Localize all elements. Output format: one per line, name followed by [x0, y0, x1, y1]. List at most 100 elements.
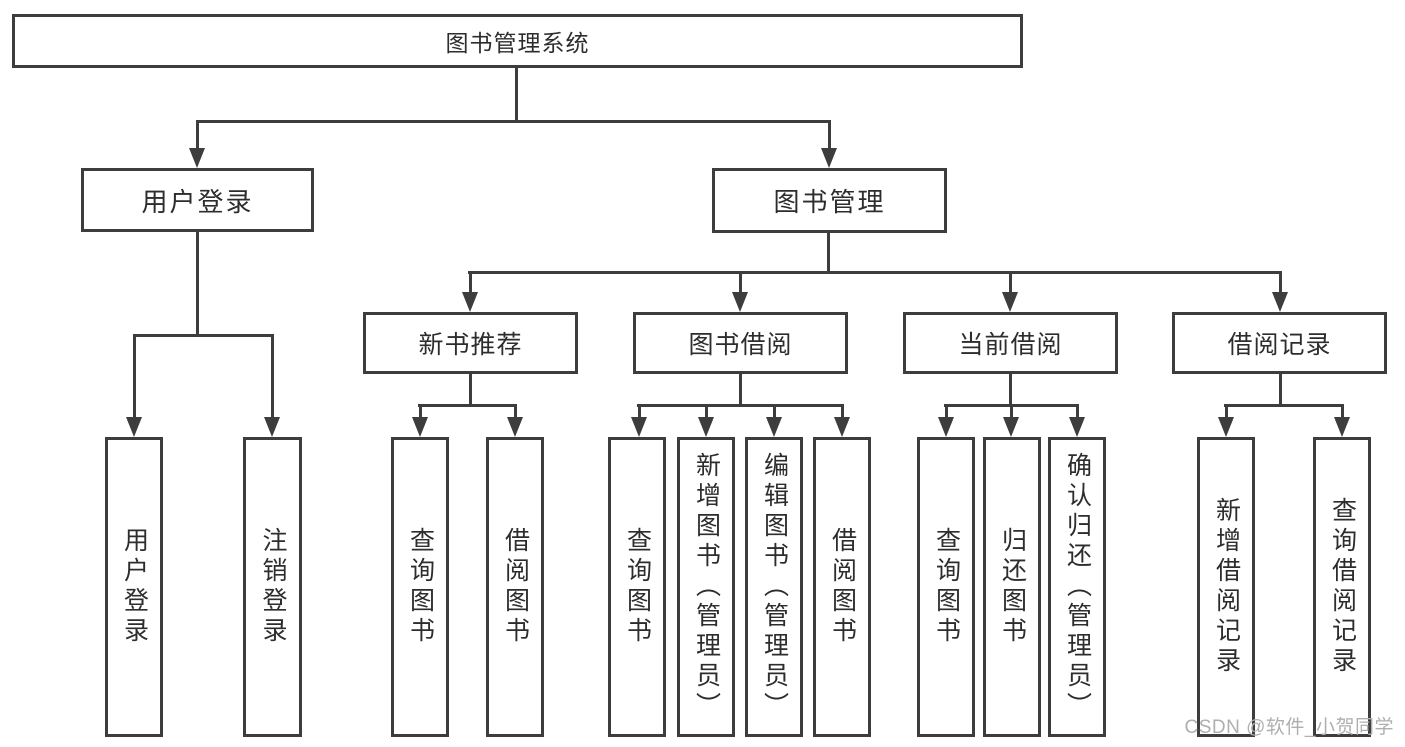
arrow-down-icon [1069, 417, 1085, 437]
arrow-down-icon [1272, 292, 1288, 312]
connector-line [827, 233, 830, 273]
node-library-system: 图书管理系统 [12, 14, 1023, 68]
node-label: 编辑图书（管理员） [760, 452, 789, 722]
leaf-logout: 注销登录 [243, 437, 302, 737]
arrow-down-icon [412, 417, 428, 437]
node-label: 查询图书 [623, 527, 652, 647]
connector-arrow [1002, 272, 1018, 312]
node-label: 新增借阅记录 [1212, 497, 1241, 677]
leaf-borrowing-borrow-books: 借阅图书 [813, 437, 871, 737]
connector-line [133, 334, 274, 337]
arrow-down-icon [189, 148, 205, 168]
connector-arrow [1334, 405, 1350, 437]
node-book-management: 图书管理 [712, 168, 947, 233]
node-new-book-recommendation: 新书推荐 [363, 312, 578, 374]
connector-line [132, 335, 136, 421]
arrow-down-icon [1218, 417, 1234, 437]
node-label: 用户登录 [120, 527, 149, 647]
arrow-down-icon [834, 417, 850, 437]
connector-line [1224, 404, 1344, 407]
connector-line [195, 121, 199, 152]
arrow-down-icon [264, 417, 280, 437]
connector-arrow [698, 405, 714, 437]
leaf-borrowing-query-books: 查询图书 [608, 437, 666, 737]
node-label: 借阅记录 [1227, 331, 1332, 359]
connector-arrow [1003, 405, 1019, 437]
node-label: 新增图书（管理员） [692, 452, 721, 722]
arrow-down-icon [1002, 292, 1018, 312]
arrow-down-icon [732, 292, 748, 312]
arrow-down-icon [766, 417, 782, 437]
leaf-user-login: 用户登录 [105, 437, 163, 737]
leaf-edit-books-admin: 编辑图书（管理员） [745, 437, 803, 737]
node-label: 查询图书 [406, 527, 435, 647]
connector-line [196, 120, 831, 123]
connector-arrow [1218, 405, 1234, 437]
connector-arrow [732, 272, 748, 312]
connector-line [1340, 405, 1344, 421]
connector-line [1278, 272, 1282, 296]
node-label: 借阅图书 [828, 527, 857, 647]
node-label: 查询借阅记录 [1328, 497, 1357, 677]
connector-line [469, 374, 472, 407]
arrow-down-icon [462, 292, 478, 312]
arrow-down-icon [507, 417, 523, 437]
connector-arrow [821, 121, 837, 168]
arrow-down-icon [1003, 417, 1019, 437]
connector-line [637, 404, 844, 407]
connector-line [827, 121, 831, 152]
connector-line [944, 405, 948, 421]
connector-line [418, 405, 422, 421]
node-label: 当前借阅 [958, 331, 1063, 359]
arrow-down-icon [1334, 417, 1350, 437]
connector-line [513, 405, 517, 421]
connector-arrow [938, 405, 954, 437]
connector-line [468, 271, 1282, 274]
connector-arrow [412, 405, 428, 437]
node-label: 新书推荐 [418, 331, 523, 359]
connector-line [704, 405, 708, 421]
node-borrowing-records: 借阅记录 [1172, 312, 1387, 374]
arrow-down-icon [938, 417, 954, 437]
connector-arrow [462, 272, 478, 312]
node-label: 图书借阅 [688, 331, 793, 359]
connector-arrow [766, 405, 782, 437]
node-label: 图书管理 [773, 187, 886, 217]
leaf-current-query-books: 查询图书 [917, 437, 975, 737]
connector-arrow [264, 335, 280, 437]
arrow-down-icon [698, 417, 714, 437]
node-user-login: 用户登录 [81, 168, 314, 232]
node-label: 注销登录 [259, 527, 287, 647]
connector-line [468, 272, 472, 296]
connector-line [840, 405, 844, 421]
leaf-recommend-query-books: 查询图书 [391, 437, 449, 737]
leaf-recommend-borrow-books: 借阅图书 [486, 437, 544, 737]
leaf-add-borrow-record: 新增借阅记录 [1197, 437, 1255, 737]
connector-arrow [189, 121, 205, 168]
node-label: 借阅图书 [501, 527, 530, 647]
leaf-return-books: 归还图书 [983, 437, 1041, 737]
arrow-down-icon [126, 417, 142, 437]
connector-line [772, 405, 776, 421]
node-book-borrowing: 图书借阅 [633, 312, 848, 374]
connector-line [1008, 272, 1012, 296]
csdn-watermark: CSDN @软件_小贺同学 [1184, 717, 1394, 738]
connector-line [738, 272, 742, 296]
leaf-confirm-return-admin: 确认归还（管理员） [1048, 437, 1106, 737]
arrow-down-icon [631, 417, 647, 437]
node-label: 归还图书 [998, 527, 1027, 647]
connector-arrow [1272, 272, 1288, 312]
node-label: 确认归还（管理员） [1063, 452, 1092, 722]
connector-line [270, 335, 274, 421]
connector-arrow [834, 405, 850, 437]
connector-line [637, 405, 641, 421]
connector-line [196, 232, 199, 336]
node-current-borrowing: 当前借阅 [903, 312, 1118, 374]
connector-arrow [1069, 405, 1085, 437]
node-label: 图书管理系统 [445, 30, 590, 56]
connector-arrow [126, 335, 142, 437]
node-label: 用户登录 [141, 186, 254, 217]
connector-line [1009, 374, 1012, 407]
leaf-add-books-admin: 新增图书（管理员） [677, 437, 735, 737]
